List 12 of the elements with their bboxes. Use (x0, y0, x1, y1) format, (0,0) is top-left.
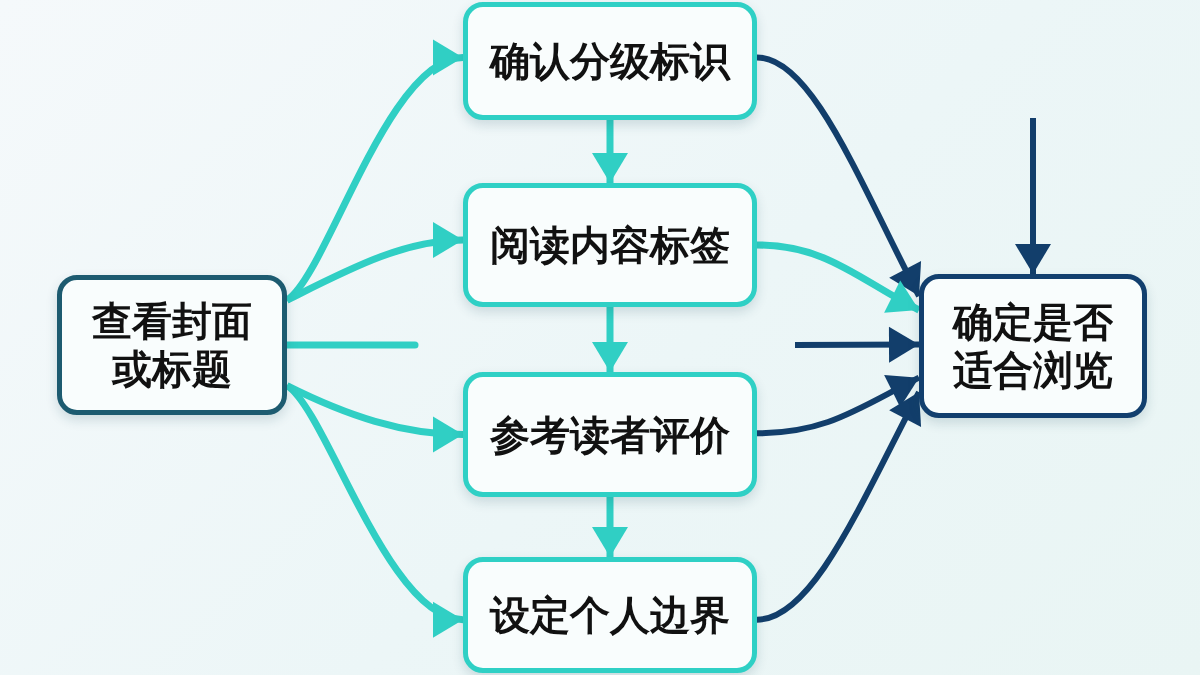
process-box (463, 2, 757, 120)
step-label: 确定是否适合浏览 (951, 298, 1114, 394)
step-label: 设定个人边界 (490, 591, 730, 639)
step-label: 查看封面或标题 (91, 297, 253, 393)
step-label: 参考读者评价 (490, 410, 730, 459)
process-box (463, 557, 757, 673)
process-box (463, 183, 757, 307)
step-label: 阅读内容标签 (490, 221, 730, 269)
process-box (463, 372, 757, 497)
result-box (919, 274, 1147, 418)
start-box (57, 275, 287, 415)
step-label: 确认分级标识 (490, 37, 730, 85)
